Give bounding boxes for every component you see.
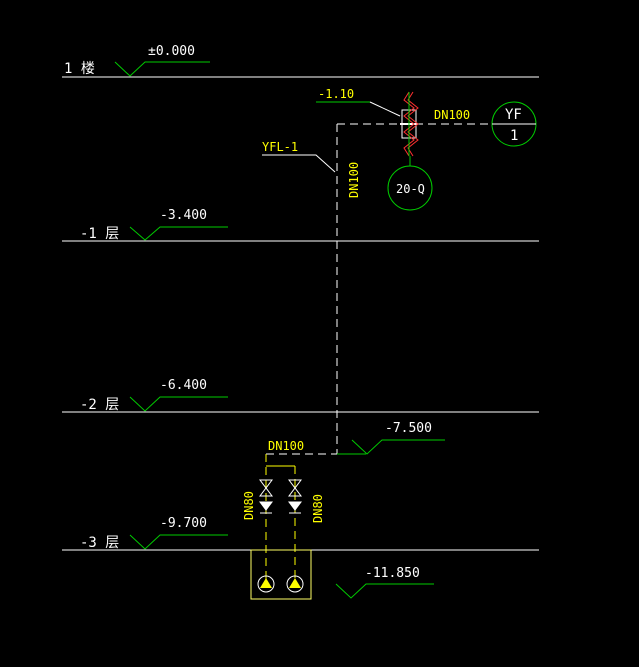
pump-left-size: DN80 [242,491,256,520]
yf-marker-top: YF [505,107,522,123]
elevation-text-1185: -11.850 [365,566,420,581]
riser-size: DN100 [347,162,361,198]
elevation-text-110: -1.10 [318,87,354,101]
yf-marker-bottom: 1 [510,128,518,144]
riser-id-leader [262,154,336,173]
elevation-text-0: ±0.000 [148,44,195,59]
yf-marker [491,101,537,147]
elevation-mark-b1 [129,226,228,241]
elevation-text-b3: -9.700 [160,516,207,531]
equipment-tag: 20-Q [396,182,425,196]
elevation-text-b1: -3.400 [160,208,207,223]
elevation-mark-b2 [129,396,228,412]
floor-label-b2: -2 层 [80,397,119,413]
pump-right-size: DN80 [311,494,325,523]
pump-right [286,575,304,593]
bottom-branch-size: DN100 [268,439,304,453]
valve-right [288,479,302,514]
top-branch-size: DN100 [434,108,470,122]
valve-left [259,479,273,514]
elevation-text-b2: -6.400 [160,378,207,393]
elevation-mark-750 [351,439,445,455]
pump-left [257,575,275,593]
floor-label-b1: -1 层 [80,226,119,242]
elevation-text-750: -7.500 [385,421,432,436]
flexible-joint [400,91,419,157]
elevation-mark-1185 [335,583,434,599]
floor-label-b3: -3 层 [80,535,119,551]
elevation-mark-b3 [129,534,228,550]
sump-pit [250,549,312,600]
floor-label-1: 1 楼 [64,61,95,77]
riser-id: YFL-1 [262,140,298,154]
elevation-mark-0 [114,61,210,77]
elevation-110-leader [369,101,401,117]
